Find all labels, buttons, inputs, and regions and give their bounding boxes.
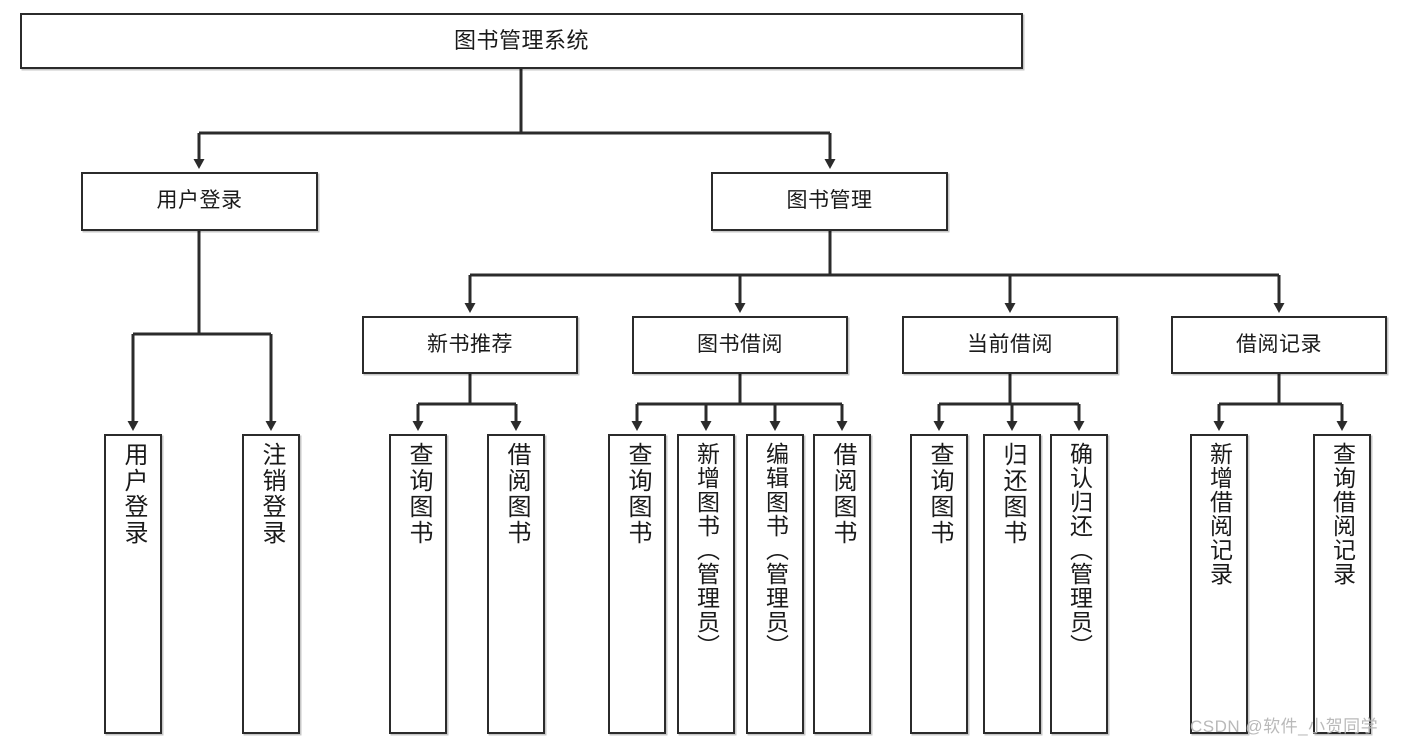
node-new-book-recommend-label: 新书推荐 [427, 332, 513, 356]
node-borrow-record-label: 借阅记录 [1236, 332, 1322, 356]
node-root-label: 图书管理系统 [453, 28, 589, 54]
node-user-login[interactable]: 用户登录 [81, 172, 318, 231]
node-new-book-recommend[interactable]: 新书推荐 [362, 316, 578, 374]
leaf-add-book-admin[interactable]: 新增图书（管理员） [677, 434, 735, 734]
leaf-return-book-label: 归还图书 [999, 442, 1026, 546]
node-user-login-label: 用户登录 [156, 189, 243, 213]
leaf-logout-label: 注销登录 [258, 442, 285, 546]
leaf-query-book-recommend[interactable]: 查询图书 [389, 434, 447, 734]
leaf-user-login-label: 用户登录 [120, 442, 147, 546]
leaf-borrow-book-recommend-label: 借阅图书 [503, 442, 530, 546]
node-root[interactable]: 图书管理系统 [20, 13, 1023, 69]
node-current-borrow-label: 当前借阅 [967, 332, 1053, 356]
leaf-edit-book-admin-label: 编辑图书（管理员） [762, 442, 789, 658]
leaf-add-book-admin-label: 新增图书（管理员） [693, 442, 720, 658]
leaf-query-borrow-record[interactable]: 查询借阅记录 [1313, 434, 1371, 734]
node-book-borrow[interactable]: 图书借阅 [632, 316, 848, 374]
leaf-logout[interactable]: 注销登录 [242, 434, 300, 734]
leaf-query-book-current[interactable]: 查询图书 [910, 434, 968, 734]
node-current-borrow[interactable]: 当前借阅 [902, 316, 1118, 374]
leaf-query-book-current-label: 查询图书 [926, 442, 953, 546]
leaf-add-borrow-record-label: 新增借阅记录 [1206, 442, 1233, 586]
leaf-query-borrow-record-label: 查询借阅记录 [1329, 442, 1356, 586]
leaf-confirm-return-admin[interactable]: 确认归还（管理员） [1050, 434, 1108, 734]
leaf-return-book[interactable]: 归还图书 [983, 434, 1041, 734]
leaf-add-borrow-record[interactable]: 新增借阅记录 [1190, 434, 1248, 734]
leaf-query-book-borrow-label: 查询图书 [624, 442, 651, 546]
leaf-edit-book-admin[interactable]: 编辑图书（管理员） [746, 434, 804, 734]
node-book-management-label: 图书管理 [786, 189, 873, 213]
node-book-borrow-label: 图书借阅 [697, 332, 783, 356]
leaf-user-login[interactable]: 用户登录 [104, 434, 162, 734]
leaf-borrow-book-label: 借阅图书 [829, 442, 856, 546]
leaf-confirm-return-admin-label: 确认归还（管理员） [1066, 442, 1093, 658]
node-borrow-record[interactable]: 借阅记录 [1171, 316, 1387, 374]
leaf-query-book-recommend-label: 查询图书 [405, 442, 432, 546]
leaf-query-book-borrow[interactable]: 查询图书 [608, 434, 666, 734]
node-book-management[interactable]: 图书管理 [711, 172, 948, 231]
leaf-borrow-book-recommend[interactable]: 借阅图书 [487, 434, 545, 734]
csdn-watermark: CSDN @软件_小贺同学 [1190, 717, 1379, 736]
leaf-borrow-book[interactable]: 借阅图书 [813, 434, 871, 734]
